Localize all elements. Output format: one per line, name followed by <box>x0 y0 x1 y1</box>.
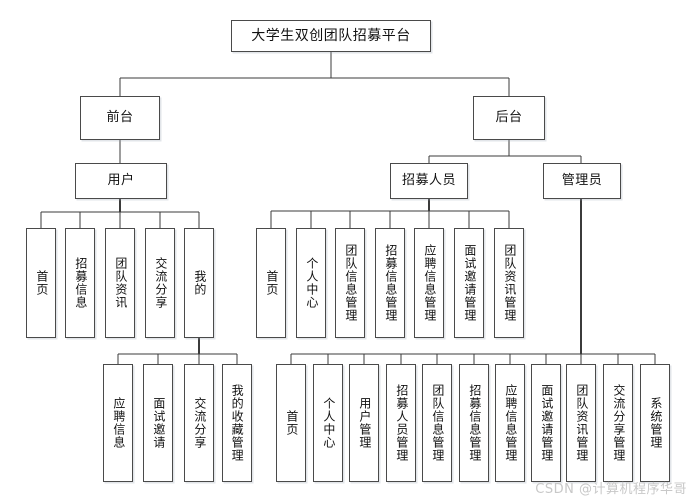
node-recruiter[interactable]: 招募人员 <box>390 163 468 199</box>
leaf-admin-user-mgmt[interactable]: 用户管理 <box>349 364 379 482</box>
leaf-user-share-label: 交流分享 <box>153 257 168 309</box>
leaf-admin-home-label: 首页 <box>284 410 299 436</box>
leaf-admin-recruit-info-mgmt-label: 招募信息管理 <box>467 384 482 462</box>
leaf-recruiter-application-info-mgmt[interactable]: 应聘信息管理 <box>414 228 444 338</box>
leaf-admin-home[interactable]: 首页 <box>276 364 306 482</box>
node-frontend[interactable]: 前台 <box>80 96 160 140</box>
node-recruiter-label: 招募人员 <box>401 173 456 189</box>
leaf-mine-share-label: 交流分享 <box>192 397 207 449</box>
leaf-recruiter-home[interactable]: 首页 <box>256 228 286 338</box>
leaf-admin-share-mgmt[interactable]: 交流分享管理 <box>603 364 633 482</box>
leaf-user-home-label: 首页 <box>34 270 49 296</box>
leaf-admin-profile-label: 个人中心 <box>321 397 336 449</box>
leaf-user-recruit-info[interactable]: 招募信息 <box>65 228 95 338</box>
leaf-recruiter-team-info-mgmt-label: 团队信息管理 <box>343 244 358 322</box>
leaf-admin-interview-invite-mgmt[interactable]: 面试邀请管理 <box>531 364 561 482</box>
leaf-user-recruit-info-label: 招募信息 <box>73 257 88 309</box>
leaf-recruiter-home-label: 首页 <box>264 270 279 296</box>
leaf-recruiter-recruit-info-mgmt[interactable]: 招募信息管理 <box>375 228 405 338</box>
leaf-recruiter-profile-label: 个人中心 <box>304 257 319 309</box>
leaf-admin-recruiter-mgmt-label: 招募人员管理 <box>394 384 409 462</box>
leaf-recruiter-team-news-mgmt[interactable]: 团队资讯管理 <box>494 228 524 338</box>
leaf-admin-team-info-mgmt-label: 团队信息管理 <box>430 384 445 462</box>
leaf-recruiter-team-news-mgmt-label: 团队资讯管理 <box>502 244 517 322</box>
leaf-recruiter-interview-invite-mgmt[interactable]: 面试邀请管理 <box>454 228 484 338</box>
leaf-recruiter-profile[interactable]: 个人中心 <box>296 228 326 338</box>
leaf-admin-application-info-mgmt[interactable]: 应聘信息管理 <box>495 364 525 482</box>
leaf-mine-interview-invite[interactable]: 面试邀请 <box>143 364 173 482</box>
node-frontend-label: 前台 <box>106 110 134 126</box>
leaf-admin-system-mgmt[interactable]: 系统管理 <box>640 364 670 482</box>
node-admin-label: 管理员 <box>561 173 603 189</box>
leaf-admin-recruit-info-mgmt[interactable]: 招募信息管理 <box>459 364 489 482</box>
leaf-mine-application-info-label: 应聘信息 <box>111 397 126 449</box>
node-user-label: 用户 <box>107 173 135 189</box>
leaf-recruiter-recruit-info-mgmt-label: 招募信息管理 <box>383 244 398 322</box>
node-backend-label: 后台 <box>495 110 523 126</box>
leaf-admin-system-mgmt-label: 系统管理 <box>648 397 663 449</box>
leaf-recruiter-application-info-mgmt-label: 应聘信息管理 <box>422 244 437 322</box>
leaf-admin-interview-invite-mgmt-label: 面试邀请管理 <box>539 384 554 462</box>
leaf-admin-user-mgmt-label: 用户管理 <box>357 397 372 449</box>
leaf-recruiter-interview-invite-mgmt-label: 面试邀请管理 <box>462 244 477 322</box>
node-root[interactable]: 大学生双创团队招募平台 <box>231 20 431 52</box>
leaf-mine-interview-invite-label: 面试邀请 <box>151 397 166 449</box>
leaf-admin-team-info-mgmt[interactable]: 团队信息管理 <box>422 364 452 482</box>
leaf-admin-application-info-mgmt-label: 应聘信息管理 <box>503 384 518 462</box>
leaf-user-mine-label: 我的 <box>192 270 207 296</box>
leaf-mine-application-info[interactable]: 应聘信息 <box>103 364 133 482</box>
node-root-label: 大学生双创团队招募平台 <box>251 27 411 44</box>
leaf-admin-recruiter-mgmt[interactable]: 招募人员管理 <box>386 364 416 482</box>
leaf-admin-share-mgmt-label: 交流分享管理 <box>611 384 626 462</box>
watermark: CSDN @计算机程序华哥 <box>535 482 687 497</box>
leaf-mine-share[interactable]: 交流分享 <box>184 364 214 482</box>
leaf-user-team-news[interactable]: 团队资讯 <box>105 228 135 338</box>
node-user[interactable]: 用户 <box>75 163 167 199</box>
leaf-user-team-news-label: 团队资讯 <box>113 257 128 309</box>
leaf-admin-team-news-mgmt[interactable]: 团队资讯管理 <box>566 364 596 482</box>
leaf-user-home[interactable]: 首页 <box>26 228 56 338</box>
leaf-mine-favorites-label: 我的收藏管理 <box>230 384 245 462</box>
node-backend[interactable]: 后台 <box>473 96 545 140</box>
leaf-user-share[interactable]: 交流分享 <box>145 228 175 338</box>
node-admin[interactable]: 管理员 <box>543 163 621 199</box>
leaf-mine-favorites[interactable]: 我的收藏管理 <box>222 364 252 482</box>
leaf-user-mine[interactable]: 我的 <box>184 228 214 338</box>
leaf-admin-profile[interactable]: 个人中心 <box>313 364 343 482</box>
leaf-recruiter-team-info-mgmt[interactable]: 团队信息管理 <box>335 228 365 338</box>
leaf-admin-team-news-mgmt-label: 团队资讯管理 <box>574 384 589 462</box>
